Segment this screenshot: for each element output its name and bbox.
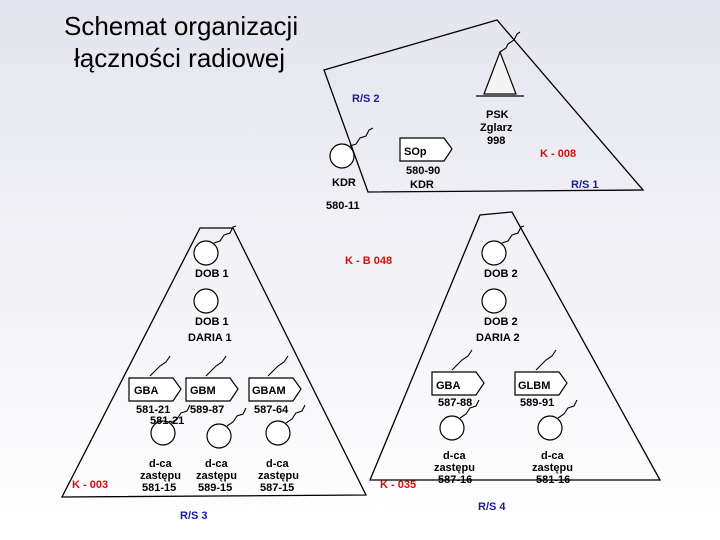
sop-node [399,137,453,162]
gbm-antenna-icon [205,355,227,377]
rs2-network-triangle [323,19,645,193]
gba-right-number-label: 587-88 [438,397,472,409]
dca1-left-line2: zastępu [140,470,181,482]
dca1-left-line1: d-ca [149,458,173,470]
dca-587-16-node [439,415,465,441]
gba-right-node [431,371,485,396]
dob2-node [481,288,507,314]
sop-kdr-label: KDR [410,179,434,191]
rs1-label: R/S 1 [571,179,599,191]
dca1-right-line2: zastępu [434,462,475,474]
rs4-label: R/S 4 [478,501,506,513]
dca-589-15-antenna-icon [226,407,247,427]
rs3-label: R/S 3 [180,510,208,522]
dca2-right-line1: d-ca [541,450,565,462]
psk-antenna-icon [499,31,521,53]
kdr-antenna-icon [349,127,374,147]
dob2-top-antenna-icon [501,225,525,244]
dca-587-15-antenna-icon [285,404,306,424]
dca1-right-line3: 587-16 [438,474,472,486]
sop-label: SOp [404,146,427,158]
dca3-left-line1: d-ca [266,458,290,470]
dob1-top-label: DOB 1 [195,268,229,280]
dob2-label: DOB 2 [484,316,518,328]
dca-581-16-node [537,415,563,441]
kdr-number-label: 580-11 [326,200,360,212]
glbm-node [514,371,568,396]
psk-station-triangle [483,50,517,95]
psk-number-label: 998 [487,135,505,147]
dob1-top-antenna-icon [213,225,237,244]
dca3-left-line3: 587-15 [260,482,294,494]
dca2-left-line1: d-ca [205,458,229,470]
glbm-antenna-icon [535,349,557,371]
gbm-number-label: 589-87 [190,404,224,416]
page-title: Schemat organizacji łączności radiowej [64,10,354,74]
dca-581-15-antenna-icon [170,404,191,424]
gbm-label: GBM [190,385,216,397]
sop-number-label: 580-90 [406,165,440,177]
gba-left-node [128,377,182,402]
k003-label: K - 003 [72,479,108,491]
dob2-top-label: DOB 2 [484,268,518,280]
dca-589-15-node [206,423,232,449]
dca-587-16-antenna-icon [459,399,480,419]
dob1-label: DOB 1 [195,316,229,328]
dob2-top-node [481,240,507,266]
dca-581-16-antenna-icon [557,399,578,419]
psk-label: PSK [486,109,509,121]
dca2-left-line2: zastępu [196,470,237,482]
rs2-label: R/S 2 [352,93,380,105]
gbam-label: GBAM [252,385,286,397]
rs4-network-triangle [369,211,662,481]
zglarz-label: Zglarz [480,122,513,134]
dca-587-15-node [265,420,291,446]
title-line-2: łączności radiowej [74,43,285,73]
gba-right-antenna-icon [451,349,473,371]
gbm-node [185,377,239,402]
dca2-left-line3: 589-15 [198,482,232,494]
daria2-label: DARIA 2 [476,332,520,344]
dca3-left-line2: zastępu [258,470,299,482]
k008-label: K - 008 [540,148,576,160]
kdr-node [329,143,355,169]
dca2-right-line3: 581-16 [536,474,570,486]
gbam-antenna-icon [267,355,289,377]
dob1-node [193,288,219,314]
k035-label: K - 035 [380,479,416,491]
glbm-label: GLBM [518,380,550,392]
dca1-left-line3: 581-15 [142,482,176,494]
gba-right-label: GBA [436,380,461,392]
gba-left-antenna-icon [149,355,171,377]
dca1-right-line1: d-ca [443,450,467,462]
gba-number-label-2: 581-21 [150,415,184,427]
glbm-number-label: 589-91 [520,397,554,409]
rs3-network-triangle [60,227,368,498]
kdr-left-label: KDR [332,177,356,189]
dca2-right-line2: zastępu [532,462,573,474]
dob1-top-node [193,240,219,266]
gba-number-label: 581-21 [136,404,170,416]
gbam-number-label: 587-64 [254,404,289,416]
daria1-label: DARIA 1 [188,332,232,344]
dca-581-15-node [150,420,176,446]
title-line-1: Schemat organizacji [64,11,299,41]
gba-left-label: GBA [134,385,159,397]
kb048-label: K - B 048 [345,255,392,267]
gbam-node [248,377,302,402]
